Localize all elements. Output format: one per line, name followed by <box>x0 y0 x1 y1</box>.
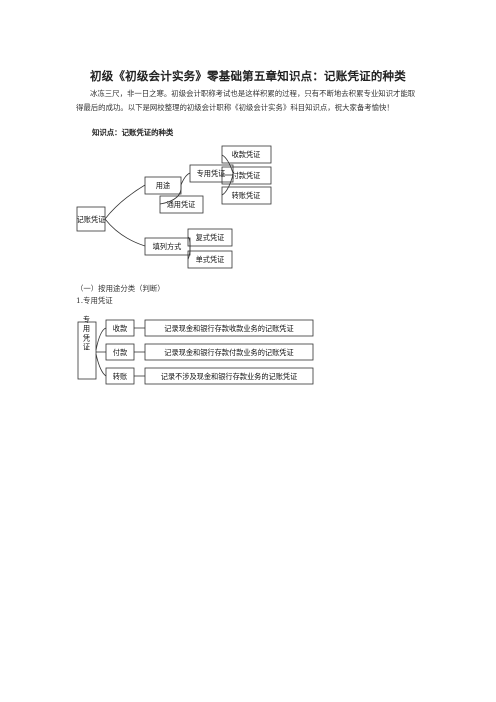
single-box <box>187 250 233 269</box>
d2-transfer-label: 转账 <box>113 372 127 381</box>
special-box <box>189 164 234 183</box>
receipt-box <box>221 145 272 164</box>
knowledge-point-heading: 知识点：记账凭证的种类 <box>92 128 174 137</box>
payment-label: 付款凭证 <box>232 171 261 180</box>
transfer-label: 转账凭证 <box>232 191 261 200</box>
multi-label: 复式凭证 <box>196 233 225 242</box>
general-box <box>159 195 204 214</box>
d2-payment-label: 付款 <box>113 348 127 357</box>
document-title: 初级《初级会计实务》零基础第五章知识点：记账凭证的种类 <box>90 69 406 83</box>
single-label: 单式凭证 <box>196 255 225 264</box>
receipt-label: 收款凭证 <box>232 150 261 159</box>
payment-box <box>221 166 272 185</box>
root-label: 记账凭证 <box>77 215 106 224</box>
section-use-classification: （一）按用途分类（判断） <box>76 284 165 293</box>
section-special-voucher: 1.专用凭证 <box>76 296 113 305</box>
fill-label: 填列方式 <box>153 242 182 251</box>
d2-transfer-desc: 记录不涉及现金和银行存款业务的记账凭证 <box>161 372 298 381</box>
general-label: 通用凭证 <box>167 200 196 209</box>
use-label: 用途 <box>156 181 170 190</box>
d2-root-box <box>77 321 97 380</box>
d2-root-label: 专用凭证 <box>83 315 92 352</box>
intro-paragraph: 冰冻三尺，非一日之寒。初级会计职称考试也是这样积累的过程，只有不断地去积累专业知… <box>76 89 416 112</box>
special-label: 专用凭证 <box>197 169 226 178</box>
d2-receipt-label: 收款 <box>113 324 127 333</box>
transfer-box <box>221 186 272 205</box>
d2-payment-desc: 记录现金和银行存款付款业务的记账凭证 <box>164 348 293 357</box>
d2-receipt-desc: 记录现金和银行存款收款业务的记账凭证 <box>164 324 293 333</box>
multi-box <box>187 228 233 247</box>
